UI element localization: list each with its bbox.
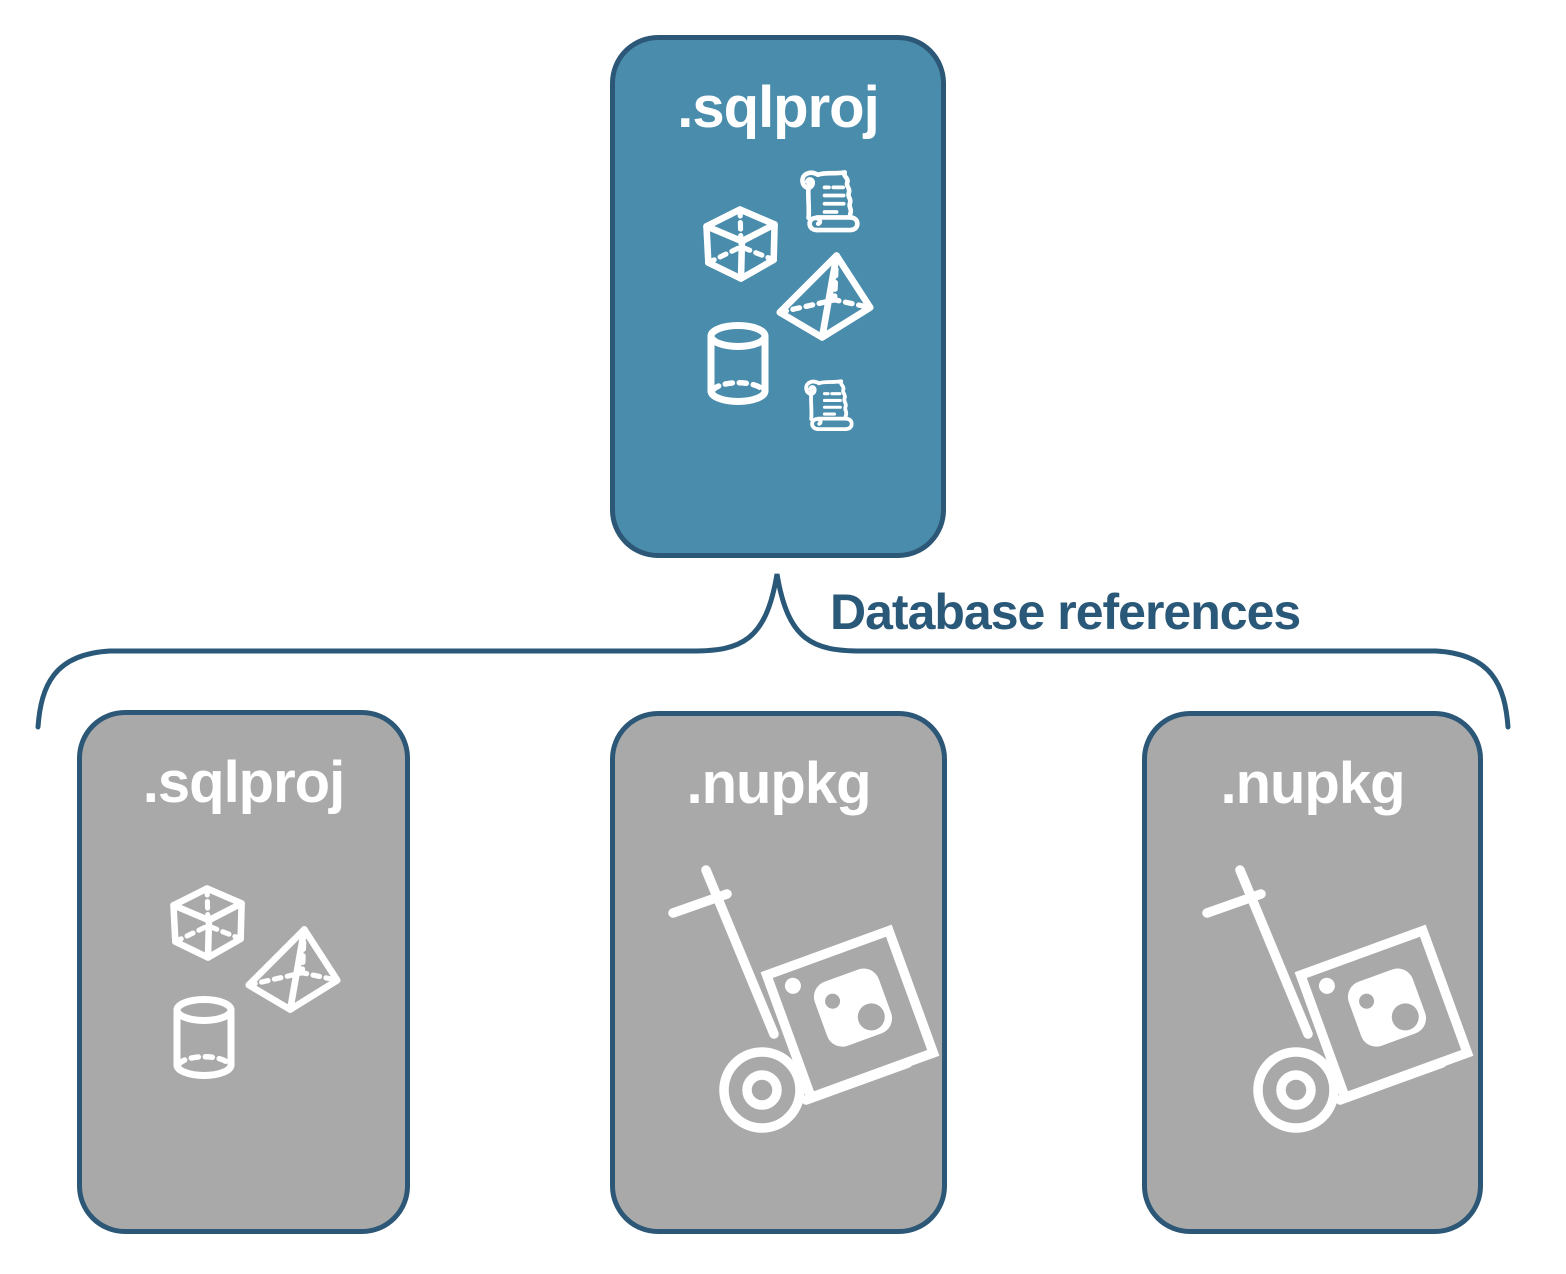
connector-label: Database references <box>830 584 1301 640</box>
child-node-sqlproj: .sqlproj <box>77 710 410 1234</box>
child-node-nupkg: .nupkg <box>610 711 947 1234</box>
cylinder-icon <box>705 322 771 406</box>
script-scroll-icon <box>800 376 858 434</box>
nuget-hand-truck-icon <box>660 856 940 1176</box>
child-node-title: .sqlproj <box>142 750 345 815</box>
pyramid-icon <box>244 923 342 1015</box>
child-node-title: .nupkg <box>1220 751 1405 816</box>
cube-icon <box>166 880 250 966</box>
child-node-nupkg: .nupkg <box>1142 711 1483 1234</box>
parent-node-sqlproj: .sqlproj <box>610 35 946 558</box>
nuget-hand-truck-icon <box>1194 856 1474 1176</box>
pyramid-icon <box>775 249 875 343</box>
cube-icon <box>699 201 783 287</box>
parent-node-title: .sqlproj <box>677 75 879 140</box>
script-scroll-icon <box>795 166 865 236</box>
cylinder-icon <box>171 996 237 1080</box>
child-node-title: .nupkg <box>686 751 871 816</box>
